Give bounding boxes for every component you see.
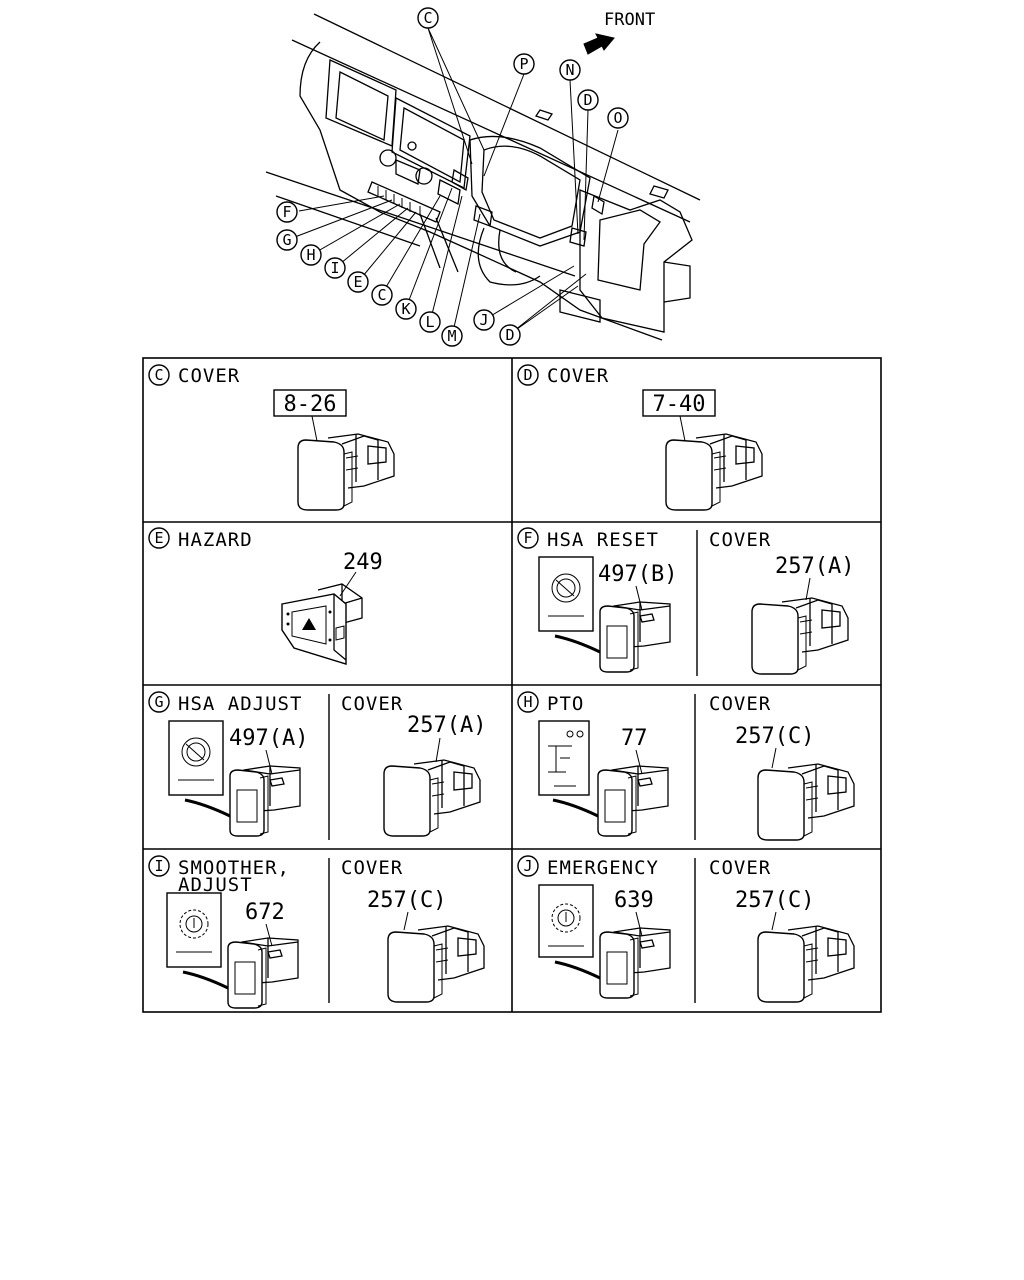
panel-j-emergency: J EMERGENCY 639 COVER 257(C)	[517, 855, 855, 1003]
svg-text:F: F	[282, 203, 291, 221]
panel-i-smoother-adjust: I SMOOTHER, ADJUST 672 COVER 257(C)	[148, 855, 485, 1009]
svg-text:O: O	[613, 109, 622, 127]
switch-part-icon	[229, 765, 301, 837]
panel-j-title: EMERGENCY	[547, 857, 659, 879]
hsa-adjust-label-icon	[168, 720, 224, 796]
panel-h-pto: H PTO 77 COVER 257(C)	[517, 691, 855, 841]
dashboard-illustration: FRONT C P N D O F G H I E C K L M J D	[265, 7, 701, 347]
svg-text:D: D	[523, 366, 532, 384]
panel-h-title: PTO	[547, 693, 584, 715]
callout-g: G	[276, 229, 298, 251]
callout-o: O	[607, 107, 629, 129]
callout-d-bottom: D	[499, 324, 521, 346]
hsa-reset-label-icon	[538, 556, 594, 632]
svg-text:H: H	[523, 693, 532, 711]
switch-part-icon	[227, 937, 299, 1009]
panel-g-part-number: 497(A)	[229, 726, 308, 751]
svg-text:G: G	[282, 231, 291, 249]
panel-e-hazard: E HAZARD 249	[148, 527, 383, 665]
svg-text:P: P	[519, 55, 528, 73]
callout-h: H	[300, 244, 322, 266]
cover-part-icon	[665, 433, 763, 511]
panel-f-cover-part-number: 257(A)	[775, 554, 854, 579]
panel-g-title: HSA ADJUST	[178, 693, 302, 715]
svg-text:J: J	[479, 311, 488, 329]
panel-c-title: COVER	[178, 365, 240, 387]
svg-text:F: F	[523, 529, 532, 547]
cover-part-icon	[387, 925, 485, 1003]
panel-c-part-number: 8-26	[284, 392, 337, 417]
svg-text:J: J	[523, 857, 532, 875]
panel-h-cover-part-number: 257(C)	[735, 724, 814, 749]
svg-text:E: E	[353, 273, 362, 291]
svg-text:N: N	[565, 61, 574, 79]
svg-text:K: K	[401, 300, 410, 318]
panel-g-hsa-adjust: G HSA ADJUST 497(A) COVER 257(A)	[148, 691, 486, 837]
front-arrow-icon	[583, 33, 615, 55]
switch-part-icon	[599, 601, 671, 673]
panel-j-cover-title: COVER	[709, 857, 771, 879]
svg-text:D: D	[505, 326, 514, 344]
svg-text:E: E	[154, 529, 163, 547]
panel-d-part-number: 7-40	[653, 392, 706, 417]
cover-part-icon	[383, 759, 481, 837]
panel-g-cover-title: COVER	[341, 693, 403, 715]
cover-part-icon	[757, 763, 855, 841]
panel-f-title: HSA RESET	[547, 529, 659, 551]
callout-i: I	[324, 257, 346, 279]
cover-part-icon	[757, 925, 855, 1003]
panel-j-cover-part-number: 257(C)	[735, 888, 814, 913]
panel-h-cover-title: COVER	[709, 693, 771, 715]
panel-e-part-number: 249	[343, 550, 383, 575]
panel-i-cover-part-number: 257(C)	[367, 888, 446, 913]
svg-text:M: M	[447, 327, 456, 345]
callout-c-bottom: C	[371, 284, 393, 306]
callout-f: F	[276, 201, 298, 223]
smoother-label-icon	[166, 892, 222, 968]
callout-k: K	[395, 298, 417, 320]
panel-f-hsa-reset: F HSA RESET 497(B) COVER 257(A)	[517, 527, 854, 675]
panel-i-title-line2: ADJUST	[178, 874, 253, 896]
svg-text:C: C	[423, 9, 432, 27]
panel-j-part-number: 639	[614, 888, 654, 913]
panel-c-cover: C COVER 8-26	[148, 364, 395, 511]
hazard-switch-icon	[281, 583, 363, 665]
panel-e-title: HAZARD	[178, 529, 253, 551]
svg-text:G: G	[154, 693, 163, 711]
svg-text:H: H	[306, 246, 315, 264]
panel-i-part-number: 672	[245, 900, 285, 925]
callout-e: E	[347, 271, 369, 293]
svg-text:C: C	[154, 366, 163, 384]
panel-f-cover-title: COVER	[709, 529, 771, 551]
front-label: FRONT	[604, 10, 655, 30]
cover-part-icon	[751, 597, 849, 675]
panel-i-title: SMOOTHER,	[178, 857, 290, 879]
switch-part-icon	[599, 927, 671, 999]
panel-h-part-number: 77	[621, 726, 648, 751]
cover-part-icon	[297, 433, 395, 511]
callout-n: N	[559, 59, 581, 81]
svg-text:C: C	[377, 286, 386, 304]
callout-j: J	[473, 309, 495, 331]
panel-f-part-number: 497(B)	[598, 562, 677, 587]
svg-text:D: D	[583, 91, 592, 109]
parts-grid	[142, 357, 882, 1013]
svg-text:L: L	[425, 313, 434, 331]
callout-m: M	[441, 325, 463, 347]
callout-c-top: C	[417, 7, 439, 29]
svg-text:I: I	[154, 857, 163, 875]
panel-i-cover-title: COVER	[341, 857, 403, 879]
svg-text:I: I	[330, 259, 339, 277]
callout-d-top: D	[577, 89, 599, 111]
panel-g-cover-part-number: 257(A)	[407, 713, 486, 738]
callout-p: P	[513, 53, 535, 75]
panel-d-title: COVER	[547, 365, 609, 387]
switch-part-icon	[597, 765, 669, 837]
panel-d-cover: D COVER 7-40	[517, 364, 763, 511]
callout-l: L	[419, 311, 441, 333]
